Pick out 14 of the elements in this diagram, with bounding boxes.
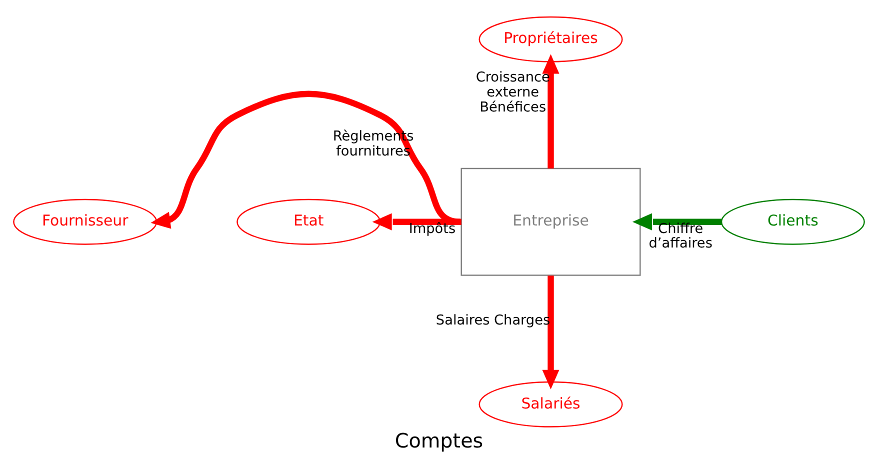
edge-label: Chiffre d’affaires	[648, 220, 712, 252]
node-ellipse: Etat	[236, 198, 381, 244]
arrow	[542, 275, 560, 389]
node-ellipse: Propriétaires	[478, 16, 623, 62]
caption: Comptes	[394, 429, 484, 452]
edge-label: Impôts	[408, 220, 456, 236]
arrow	[372, 212, 462, 230]
node-ellipse: Clients	[720, 198, 865, 244]
node-box: Entreprise	[460, 167, 641, 276]
arrow	[632, 212, 722, 230]
arrow	[542, 54, 560, 168]
node-ellipse: Salariés	[478, 380, 623, 427]
node-ellipse: Fournisseur	[13, 198, 158, 244]
arrow	[150, 90, 460, 228]
